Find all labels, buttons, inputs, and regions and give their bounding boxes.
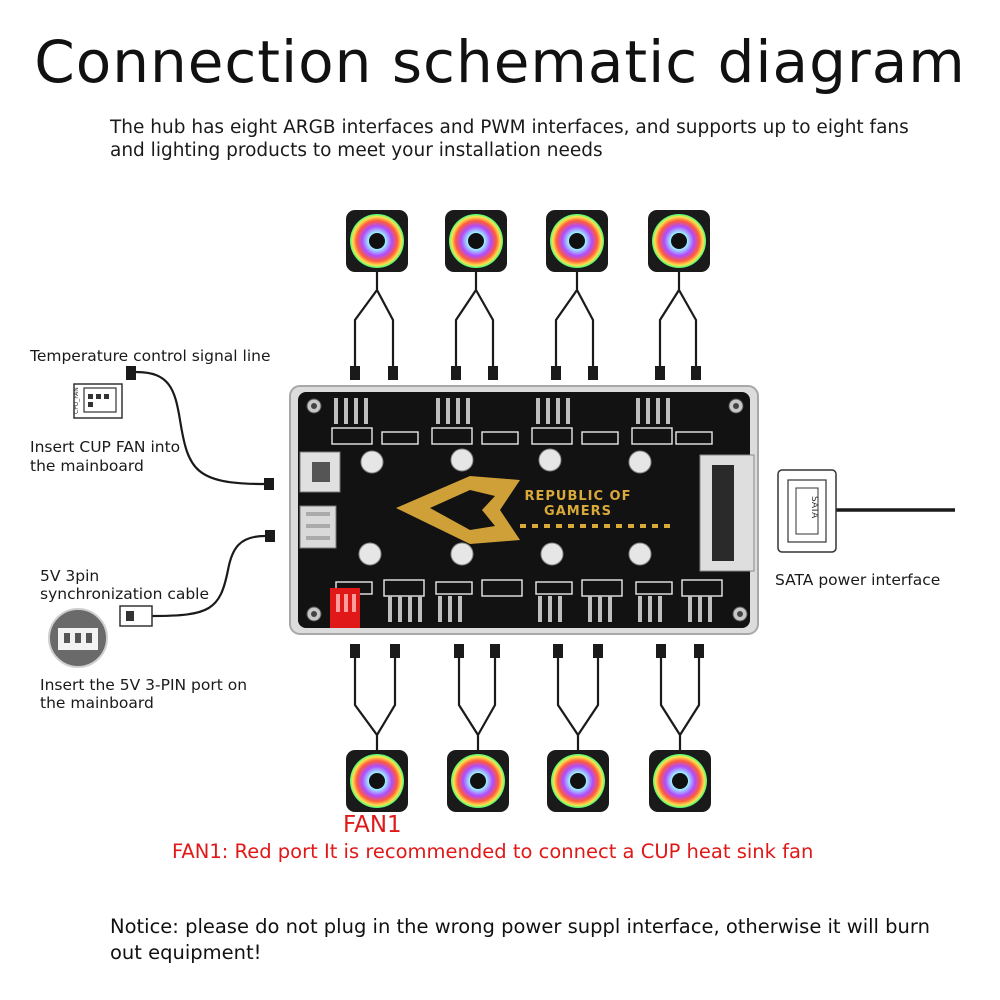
sata-plug-label: SATA bbox=[809, 496, 819, 519]
brand-line-1: REPUBLIC OF bbox=[524, 489, 631, 504]
label-sata-power: SATA power interface bbox=[775, 571, 941, 589]
temp-signal-cable bbox=[126, 366, 274, 490]
fan-bottom-2 bbox=[447, 750, 509, 812]
mainboard-3pin-icon bbox=[48, 608, 108, 668]
fan-bottom-4 bbox=[649, 750, 711, 812]
cpu-fan-header-icon: CPU_FAN bbox=[73, 383, 123, 419]
sync-cable bbox=[119, 530, 275, 627]
svg-text:CPU_FAN: CPU_FAN bbox=[73, 387, 80, 414]
fan-top-4 bbox=[648, 210, 710, 272]
fan-top-3 bbox=[546, 210, 608, 272]
fan-bottom-3 bbox=[547, 750, 609, 812]
label-insert-5v-1: Insert the 5V 3-PIN port on bbox=[40, 676, 248, 694]
cable-plugs-top bbox=[350, 366, 701, 380]
label-insert-5v-2: the mainboard bbox=[40, 694, 154, 712]
label-sync-cable-2: synchronization cable bbox=[40, 585, 210, 603]
page-title: Connection schematic diagram bbox=[34, 28, 966, 96]
hub-board: REPUBLIC OF GAMERS bbox=[289, 385, 759, 635]
fan-bottom-1 bbox=[346, 750, 408, 812]
notice-text: Notice: please do not plug in the wrong … bbox=[110, 915, 930, 964]
fan1-label: FAN1 bbox=[343, 812, 402, 838]
cables-top bbox=[353, 272, 698, 370]
sata-power-cable: SATA bbox=[777, 469, 955, 553]
cable-plugs-bottom bbox=[350, 644, 704, 658]
brand-line-2: GAMERS bbox=[544, 504, 612, 519]
label-cpu-fan-insert-2: the mainboard bbox=[30, 457, 144, 475]
label-temp-signal: Temperature control signal line bbox=[30, 347, 271, 365]
fan-top-2 bbox=[445, 210, 507, 272]
label-sync-cable-1: 5V 3pin bbox=[40, 567, 100, 585]
fan1-note: FAN1: Red port It is recommended to conn… bbox=[172, 840, 814, 863]
page-subtitle: The hub has eight ARGB interfaces and PW… bbox=[110, 117, 909, 161]
cables-bottom bbox=[353, 658, 701, 752]
label-cpu-fan-insert-1: Insert CUP FAN into bbox=[30, 438, 181, 456]
fan-top-1 bbox=[346, 210, 408, 272]
